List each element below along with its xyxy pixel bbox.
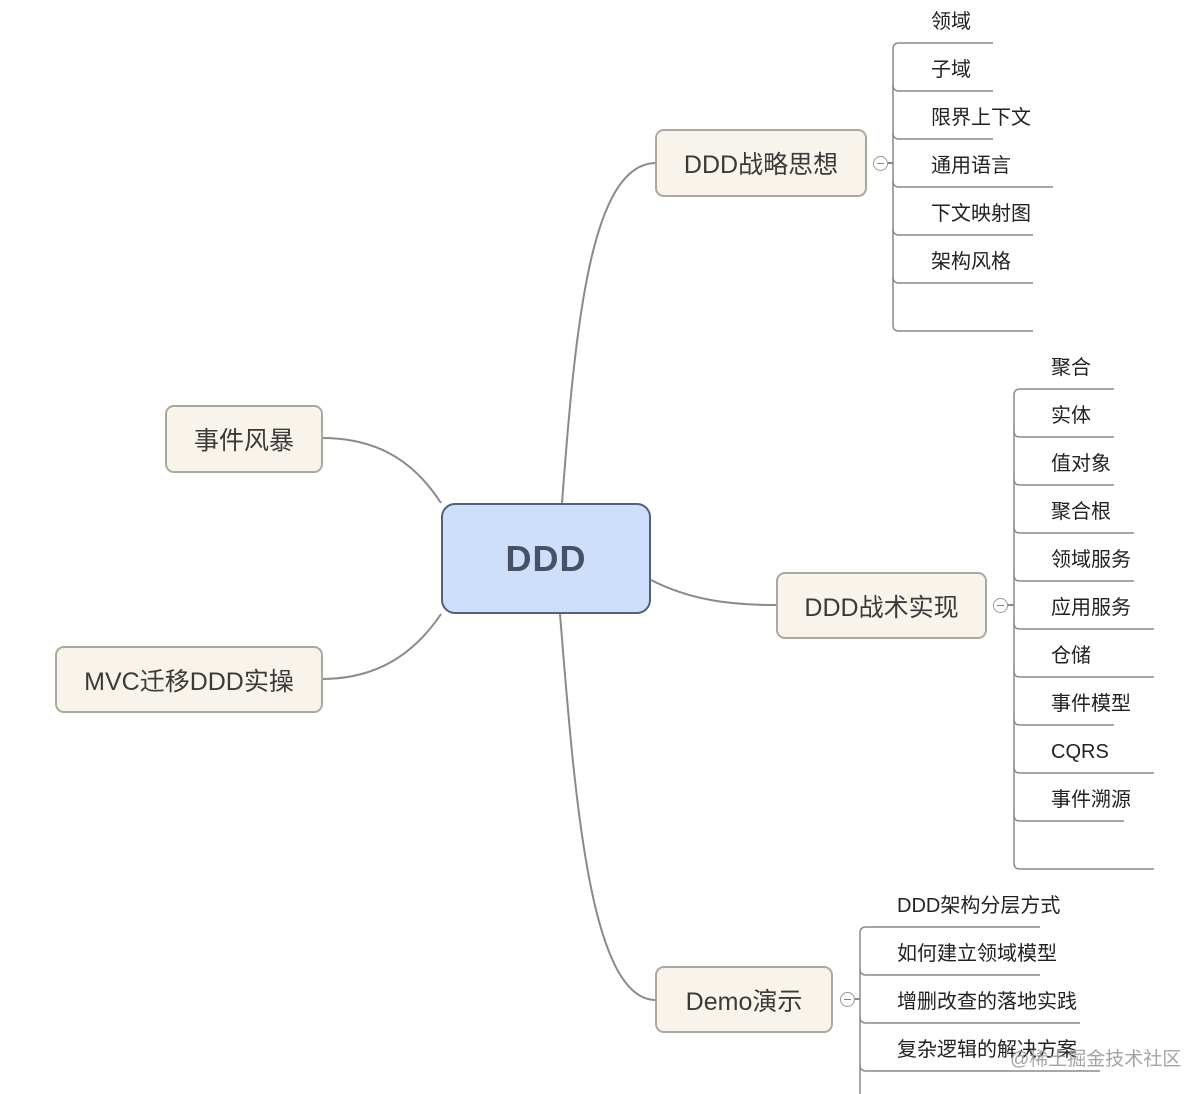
tactics-subtopic-underline (1013, 622, 1154, 630)
tactics-subtopic[interactable]: 值对象 (1051, 453, 1111, 475)
collapse-strategy-icon[interactable] (873, 156, 888, 171)
demo-spine-cap (859, 926, 1040, 934)
tactics-subtopic-underline (1013, 718, 1114, 726)
tactics-subtopic-underline (1013, 430, 1114, 438)
collapse-tactics-icon[interactable] (993, 598, 1008, 613)
strategy-subtopic[interactable]: 子域 (931, 59, 971, 81)
strategy-subtopic-underline (892, 180, 1053, 188)
link-center-demo (559, 613, 657, 1001)
branch-event-storming[interactable]: 事件风暴 (165, 405, 323, 473)
branch-tactics[interactable]: DDD战术实现 (776, 572, 987, 639)
demo-subtopic[interactable]: 增删改查的落地实践 (897, 991, 1077, 1013)
tactics-spine-cap (1013, 388, 1114, 396)
tactics-subtopic[interactable]: 事件溯源 (1051, 789, 1131, 811)
tactics-subtopic[interactable]: 仓储 (1051, 645, 1091, 667)
collapse-demo-icon[interactable] (840, 992, 855, 1007)
tactics-subtopic-underline (1013, 478, 1114, 486)
central-topic-label: DDD (505, 537, 587, 579)
strategy-subtopic-underline (892, 324, 1033, 332)
central-topic[interactable]: DDD (441, 503, 651, 614)
link-center-storm (321, 437, 442, 504)
demo-subtopic-underline (859, 968, 1040, 976)
strategy-subtopic[interactable]: 限界上下文 (931, 107, 1031, 129)
demo-subtopic[interactable]: 如何建立领域模型 (897, 943, 1057, 965)
branch-strategy-label: DDD战略思想 (683, 151, 839, 179)
tactics-subtopic-underline (1013, 862, 1154, 870)
strategy-subtopic-underline (892, 132, 993, 140)
strategy-subtopic[interactable]: 架构风格 (931, 251, 1011, 273)
tactics-subtopic-underline (1013, 526, 1134, 534)
tactics-subtopic[interactable]: 实体 (1051, 405, 1091, 427)
strategy-subtopic-underline (892, 228, 1033, 236)
branch-mvc-migration[interactable]: MVC迁移DDD实操 (55, 646, 323, 713)
link-center-mvc (321, 613, 442, 680)
strategy-subtopic[interactable]: 领域 (931, 11, 971, 33)
branch-demo[interactable]: Demo演示 (655, 966, 833, 1033)
branch-mvc-migration-label: MVC迁移DDD实操 (84, 667, 294, 696)
tactics-subtopic[interactable]: 事件模型 (1051, 693, 1131, 715)
tactics-subtopic[interactable]: 领域服务 (1051, 549, 1131, 571)
tactics-subtopic-underline (1013, 574, 1134, 582)
tactics-subtopic-underline (1013, 670, 1154, 678)
link-center-tactics (650, 579, 777, 606)
tactics-subtopic[interactable]: 聚合 (1051, 357, 1091, 379)
tactics-subtopic[interactable]: CQRS (1051, 741, 1109, 763)
demo-subtopic[interactable]: 复杂逻辑的解决方案 (897, 1039, 1077, 1061)
strategy-subtopic-underline (892, 84, 993, 92)
strategy-subtopic-underline (892, 276, 1033, 284)
tactics-subtopic-underline (1013, 814, 1124, 822)
tactics-subtopic-underline (1013, 766, 1154, 774)
branch-demo-label: Demo演示 (685, 987, 803, 1016)
branch-event-storming-label: 事件风暴 (193, 427, 294, 455)
tactics-subtopic[interactable]: 应用服务 (1051, 597, 1131, 619)
demo-subtopic[interactable]: DDD架构分层方式 (897, 895, 1061, 917)
tactics-subtopic[interactable]: 聚合根 (1051, 501, 1111, 523)
link-center-strategy (561, 162, 657, 504)
branch-tactics-label: DDD战术实现 (804, 593, 959, 622)
demo-subtopic-underline (859, 1016, 1080, 1024)
strategy-subtopic[interactable]: 下文映射图 (931, 203, 1031, 225)
branch-strategy[interactable]: DDD战略思想 (655, 129, 867, 197)
strategy-subtopic[interactable]: 通用语言 (931, 155, 1011, 177)
watermark: @稀土掘金技术社区 (1010, 1049, 1182, 1070)
strategy-spine-cap (892, 42, 993, 50)
